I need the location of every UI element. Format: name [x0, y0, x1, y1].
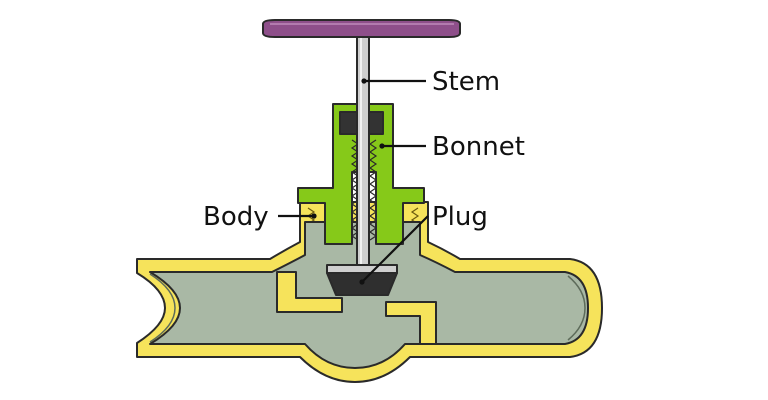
- body-leader-dot: [311, 213, 317, 219]
- stem: [356, 33, 370, 267]
- pipe-end-opening: [149, 273, 176, 343]
- handwheel: [262, 19, 461, 38]
- bonnet: [297, 103, 425, 245]
- leader-lines: [278, 78, 429, 285]
- label-stem: Stem: [432, 67, 500, 97]
- plug-leader: [361, 215, 429, 283]
- stem-leader-dot: [361, 78, 367, 84]
- label-bonnet: Bonnet: [432, 132, 525, 162]
- label-body: Body: [203, 202, 269, 232]
- body-partition-right: [385, 301, 437, 345]
- stem-rod: [356, 33, 370, 267]
- pipe-end-right: [567, 275, 586, 341]
- part-labels: Stem Bonnet Body Plug: [203, 67, 525, 232]
- bonnet-threads-right: [368, 139, 378, 241]
- plug-leader-dot: [359, 279, 365, 285]
- handwheel-disc: [262, 19, 461, 38]
- body-partition: [276, 271, 343, 313]
- bonnet-leader-dot: [379, 143, 385, 149]
- plug-collar: [326, 264, 398, 274]
- label-plug: Plug: [432, 202, 488, 232]
